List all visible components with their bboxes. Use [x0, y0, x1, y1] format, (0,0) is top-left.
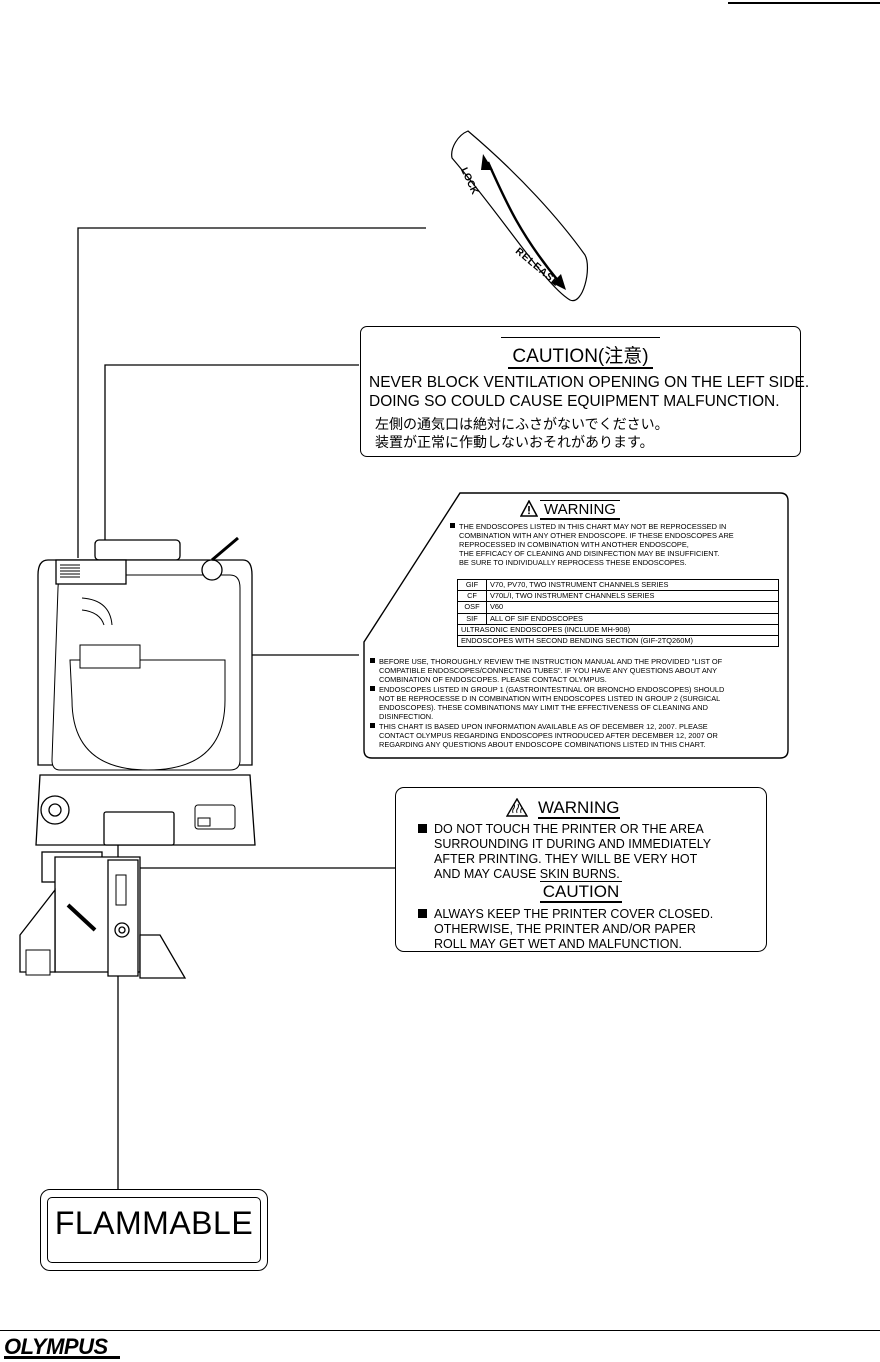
printer-warning-title: WARNING — [538, 798, 620, 819]
printer-warning-line-2: SURROUNDING IT DURING AND IMMEDIATELY — [434, 837, 712, 851]
warning-intro-3: REPROCESSED IN COMBINATION WITH ANOTHER … — [459, 540, 689, 549]
caution-jp-line-1: 左側の通気口は絶対にふさがないでください。 — [375, 417, 669, 433]
warning-note-3: COMBINATION OF ENDOSCOPES. PLEASE CONTAC… — [379, 675, 607, 684]
warning-note-1: BEFORE USE, THOROUGHLY REVIEW THE INSTRU… — [370, 657, 722, 667]
caution-line-1: NEVER BLOCK VENTILATION OPENING ON THE L… — [369, 374, 810, 391]
printer-warning-line-1: DO NOT TOUCH THE PRINTER OR THE AREA — [418, 822, 704, 836]
printer-warning-label: WARNING DO NOT TOUCH THE PRINTER OR THE … — [395, 787, 767, 952]
warning-note-6: ENDOSCOPES). THESE COMBINATIONS MAY LIMI… — [379, 703, 708, 712]
hot-surface-icon — [506, 798, 528, 817]
table-row: ULTRASONIC ENDOSCOPES (INCLUDE MH-908) — [457, 623, 779, 636]
printer-caution-line-2: OTHERWISE, THE PRINTER AND/OR PAPER — [434, 922, 696, 936]
printer-warning-line-4: AND MAY CAUSE SKIN BURNS. — [434, 867, 620, 881]
caution-line-2: DOING SO COULD CAUSE EQUIPMENT MALFUNCTI… — [369, 393, 780, 410]
warning-note-10: REGARDING ANY QUESTIONS ABOUT ENDOSCOPE … — [379, 740, 706, 749]
warning-intro-2: COMBINATION WITH ANY OTHER ENDOSCOPE. IF… — [459, 531, 734, 540]
lock-release-arrow-icon — [486, 161, 561, 284]
logo-underline — [4, 1356, 120, 1359]
olympus-logo: OLYMPUS — [4, 1334, 108, 1359]
warning-intro-4: THE EFFICACY OF CLEANING AND DISINFECTIO… — [459, 549, 720, 558]
leader-line-caution — [104, 364, 359, 568]
printer-caution-line-3: ROLL MAY GET WET AND MALFUNCTION. — [434, 937, 682, 951]
warning-note-8: THIS CHART IS BASED UPON INFORMATION AVA… — [370, 722, 708, 732]
warning-chart-label: WARNING THE ENDOSCOPES LISTED IN THIS CH… — [362, 492, 790, 760]
header-rule — [728, 2, 880, 4]
printer-caution-line-1: ALWAYS KEEP THE PRINTER COVER CLOSED. — [418, 907, 713, 921]
caution-ventilation-label: CAUTION(注意) NEVER BLOCK VENTILATION OPEN… — [360, 326, 809, 457]
footer-rule — [0, 1330, 880, 1331]
caution-title: CAUTION(注意) — [361, 337, 800, 369]
warning-intro-1: THE ENDOSCOPES LISTED IN THIS CHART MAY … — [450, 522, 726, 532]
caution-jp-line-2: 装置が正常に作動しないおそれがあります。 — [375, 435, 654, 451]
flammable-label: FLAMMABLE — [40, 1189, 268, 1271]
warning-note-7: DISINFECTION. — [379, 712, 434, 721]
printer-caution-title: CAUTION — [396, 881, 766, 903]
warning-chart-title: WARNING — [540, 500, 620, 520]
reprocessor-device — [19, 536, 256, 979]
warning-intro-5: BE SURE TO INDIVIDUALLY REPROCESS THESE … — [459, 558, 687, 567]
warning-note-4: ENDOSCOPES LISTED IN GROUP 1 (GASTROINTE… — [370, 685, 724, 695]
table-row: ENDOSCOPES WITH SECOND BENDING SECTION (… — [457, 634, 779, 648]
printer-warning-line-3: AFTER PRINTING. THEY WILL BE VERY HOT — [434, 852, 698, 866]
flammable-inner-frame — [47, 1197, 261, 1263]
warning-note-9: CONTACT OLYMPUS REGARDING ENDOSCOPES INT… — [379, 731, 718, 740]
lock-release-label — [451, 130, 589, 302]
leader-line-lock — [77, 227, 426, 558]
warning-note-2: COMPATIBLE ENDOSCOPES/CONNECTING TUBES".… — [379, 666, 718, 675]
warning-triangle-icon — [520, 500, 538, 517]
flammable-text: FLAMMABLE — [54, 1205, 254, 1241]
warning-note-5: NOT BE REPROCESSE D IN COMBINATION WITH … — [379, 694, 721, 703]
